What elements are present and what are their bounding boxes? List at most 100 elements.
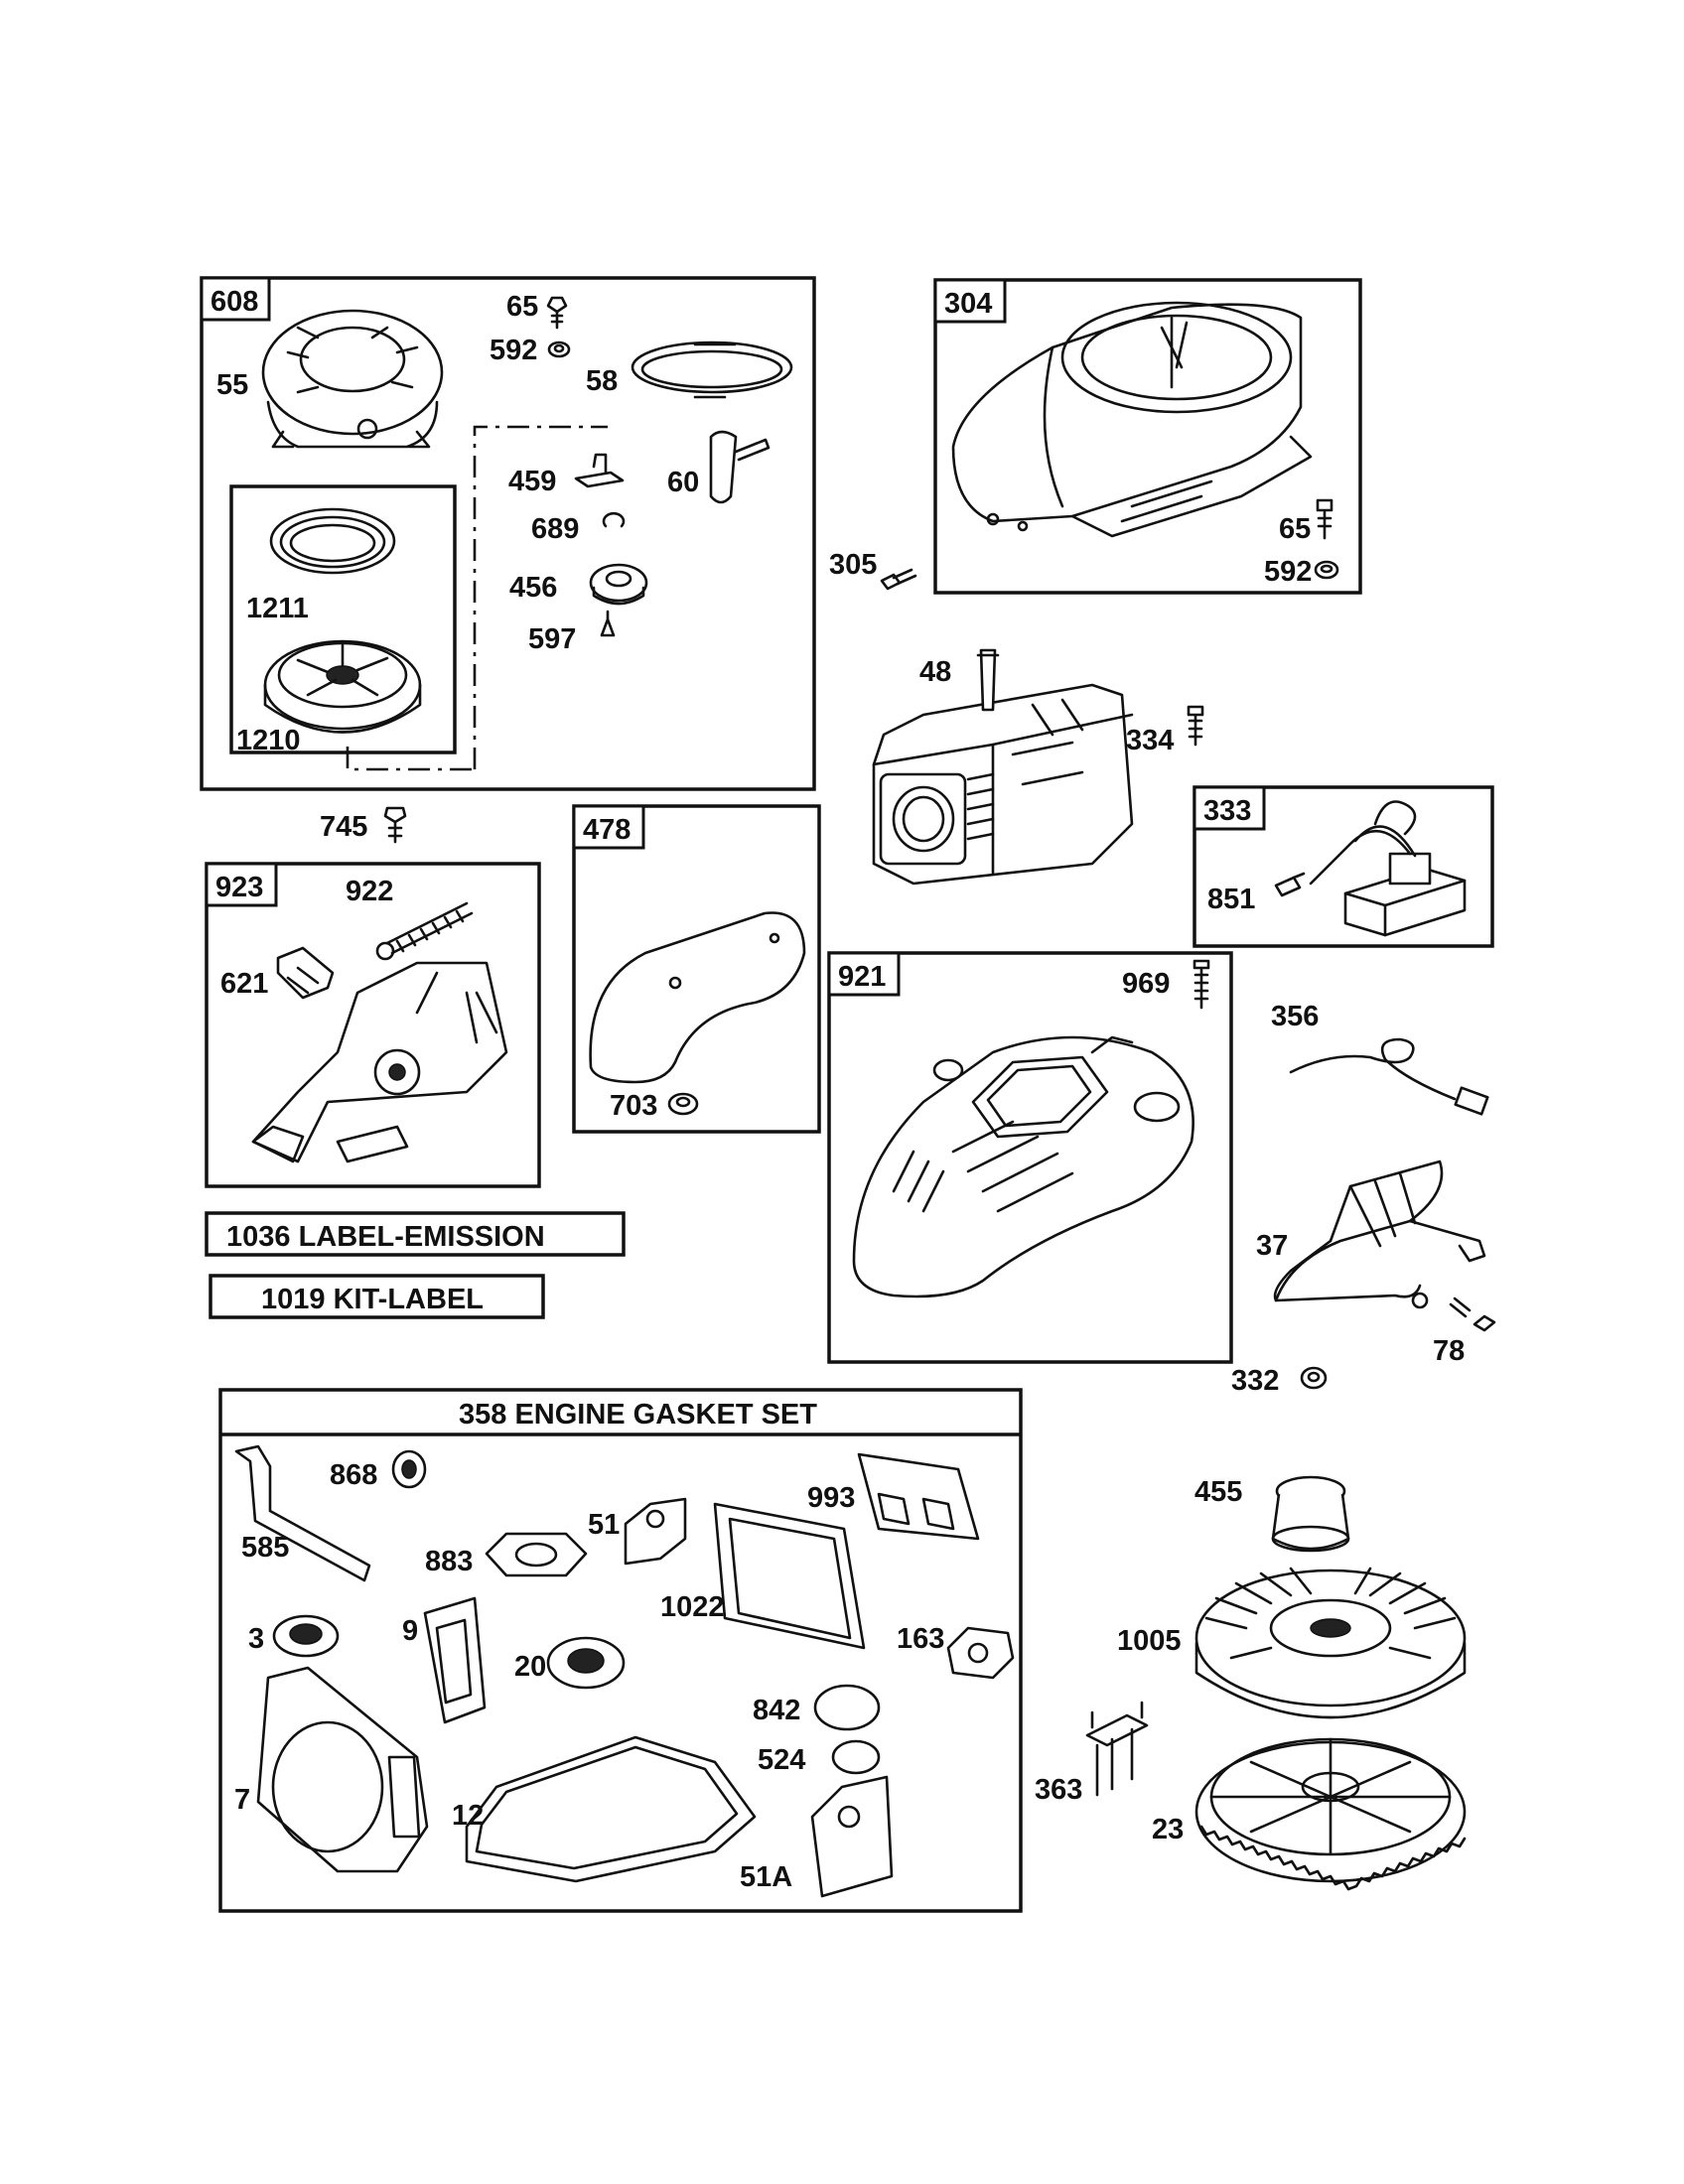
part-456-label: 456 xyxy=(509,572,557,604)
oil-seal-icon-20 xyxy=(546,1636,626,1690)
gasket-51-icon xyxy=(624,1497,687,1566)
assembly-333-tag xyxy=(1193,785,1266,831)
oil-seal-icon-3 xyxy=(272,1614,340,1658)
assembly-304-frame xyxy=(933,278,1362,595)
assembly-333-frame xyxy=(1193,785,1494,948)
starter-rope-icon xyxy=(631,341,793,399)
part-592-label-b: 592 xyxy=(1264,556,1312,588)
gasket-1022-icon xyxy=(713,1502,866,1650)
part-55-label: 55 xyxy=(216,369,248,401)
assembly-923-tag xyxy=(205,862,278,907)
part-851-label: 851 xyxy=(1207,884,1255,915)
assembly-608-number: 608 xyxy=(210,286,258,318)
part-621-label: 621 xyxy=(220,968,268,1000)
part-51a-label: 51A xyxy=(740,1861,792,1893)
assembly-304-group: 304 65 592 xyxy=(933,278,1362,595)
bolt-icon-305 xyxy=(880,568,917,591)
pawl-icon xyxy=(574,453,625,488)
part-689-label: 689 xyxy=(531,513,579,545)
governor-spring-icon xyxy=(375,901,474,961)
screw-icon xyxy=(546,296,568,330)
gasket-9-icon xyxy=(423,1596,487,1724)
kit-label-text: 1019 KIT-LABEL xyxy=(261,1284,484,1315)
assembly-304-tag xyxy=(933,278,1007,324)
part-993-label: 993 xyxy=(807,1482,855,1514)
screw-icon-334 xyxy=(1187,705,1204,747)
assembly-304-number: 304 xyxy=(944,288,992,320)
spring-pulley-subframe xyxy=(229,484,457,754)
small-screw-icon xyxy=(600,610,616,637)
assembly-478-number: 478 xyxy=(583,814,631,846)
nut-icon xyxy=(547,341,571,358)
ground-wire-icon xyxy=(1289,1037,1489,1116)
ratchet-icon xyxy=(589,563,648,606)
assembly-478-tag xyxy=(572,804,645,850)
part-585-label: 585 xyxy=(241,1532,289,1564)
part-3-label: 3 xyxy=(248,1623,264,1655)
part-842-label: 842 xyxy=(753,1695,800,1726)
assembly-923-frame xyxy=(205,862,541,1188)
part-7-label: 7 xyxy=(234,1784,250,1816)
assembly-921-frame xyxy=(827,951,1233,1364)
mounting-bracket-icon xyxy=(1085,1701,1149,1797)
gasket-51a-icon xyxy=(810,1775,894,1898)
starter-cup-icon xyxy=(1271,1475,1350,1553)
assembly-478-frame xyxy=(572,804,821,1134)
o-ring-842-icon xyxy=(813,1684,881,1731)
screw-icon-304 xyxy=(1316,498,1333,540)
head-gasket-icon xyxy=(256,1666,429,1873)
part-65-label-b: 65 xyxy=(1279,513,1311,545)
label-emission-text: 1036 LABEL-EMISSION xyxy=(226,1221,545,1253)
part-37-label: 37 xyxy=(1256,1230,1288,1262)
part-12-label: 12 xyxy=(452,1800,484,1832)
gasket-883-icon xyxy=(485,1532,588,1577)
governor-lever-icon xyxy=(276,946,335,1000)
engine-block-icon xyxy=(872,648,1134,886)
gasket-585-icon xyxy=(234,1444,371,1582)
assembly-921-tag xyxy=(827,951,901,997)
part-78-label: 78 xyxy=(1433,1335,1465,1367)
part-60-label: 60 xyxy=(667,467,699,498)
pulley-icon xyxy=(263,639,422,734)
part-1005-label: 1005 xyxy=(1117,1625,1182,1657)
kit-label-frame xyxy=(209,1274,545,1319)
assembly-921-number: 921 xyxy=(838,961,886,993)
retainer-clip-icon xyxy=(602,511,626,528)
part-883-label: 883 xyxy=(425,1546,473,1577)
assembly-923-group: 923 922 621 xyxy=(205,862,541,1188)
part-58-label: 58 xyxy=(586,365,618,397)
screw-icon-745 xyxy=(383,806,407,844)
screw-icon-969 xyxy=(1193,959,1210,1010)
grommet-icon xyxy=(667,1092,699,1116)
part-20-label: 20 xyxy=(514,1651,546,1683)
part-163-label: 163 xyxy=(897,1623,944,1655)
oil-seal-icon-868 xyxy=(391,1449,427,1489)
part-363-label: 363 xyxy=(1035,1774,1082,1806)
part-922-label: 922 xyxy=(346,876,393,907)
nut-icon-304 xyxy=(1314,560,1339,580)
gasket-993-icon xyxy=(857,1452,980,1541)
air-baffle-icon xyxy=(1273,1160,1486,1309)
assembly-478-group: 478 703 xyxy=(572,804,821,1134)
bolt-icon-78 xyxy=(1449,1297,1496,1332)
o-ring-524-icon xyxy=(831,1739,881,1775)
nut-icon-332 xyxy=(1300,1366,1328,1390)
part-455-label: 455 xyxy=(1194,1476,1242,1508)
gasket-set-group: 358 ENGINE GASKET SET 585 868 883 51 993 xyxy=(218,1388,1023,1913)
part-597-label: 597 xyxy=(528,623,576,655)
part-9-label: 9 xyxy=(402,1615,418,1647)
dashed-group-bracket xyxy=(473,425,608,769)
flywheel-fan-icon xyxy=(1194,1567,1467,1719)
part-51-label: 51 xyxy=(588,1509,620,1541)
assembly-333-group: 333 851 xyxy=(1193,785,1494,948)
part-459-label: 459 xyxy=(508,466,556,497)
part-1022-label: 1022 xyxy=(660,1591,725,1623)
rewind-spring-icon xyxy=(269,507,396,575)
part-65-label-a: 65 xyxy=(506,291,538,323)
part-592-label-a: 592 xyxy=(490,335,537,366)
assembly-921-group: 921 969 xyxy=(827,951,1233,1364)
part-332-label: 332 xyxy=(1231,1365,1279,1397)
part-23-label: 23 xyxy=(1152,1814,1184,1845)
starter-handle-icon xyxy=(709,430,771,504)
